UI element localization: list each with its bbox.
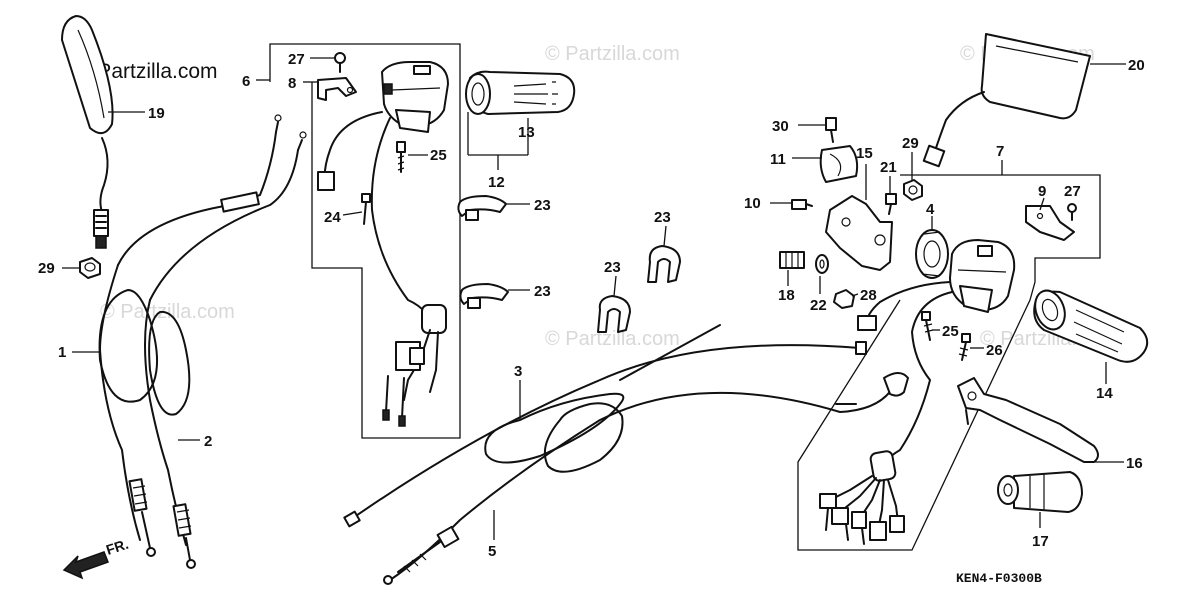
callout-24: 24 (324, 209, 341, 226)
leader-line (851, 293, 859, 297)
left-grip[interactable] (465, 70, 576, 115)
watermark-main: © Partzilla.com (76, 60, 218, 83)
diagram-code: KEN4-F0300B (956, 571, 1042, 586)
right-throttle-grip[interactable] (1030, 286, 1149, 363)
throttle-pulley-4[interactable] (915, 229, 949, 279)
brake-cable-5[interactable] (383, 372, 909, 585)
callout-8: 8 (288, 75, 296, 92)
throttle-cable-2[interactable] (144, 131, 307, 569)
callout-20: 20 (1128, 57, 1145, 74)
leader-line (613, 275, 617, 297)
grip-band-23-a[interactable] (457, 195, 507, 221)
leader-line (1039, 197, 1045, 211)
bracket-9[interactable] (1025, 205, 1075, 241)
bracket-8[interactable] (317, 77, 357, 101)
bracket-15[interactable] (825, 195, 893, 271)
nut-29-left[interactable] (79, 257, 101, 279)
leader-line (663, 225, 667, 247)
callout-27: 27 (288, 51, 305, 68)
callout-16: 16 (1126, 455, 1143, 472)
brake-lever[interactable] (957, 377, 1099, 463)
right-handlebar-switch[interactable] (949, 239, 1016, 313)
callout-23: 23 (534, 197, 551, 214)
callout-23: 23 (604, 259, 621, 276)
callout-25: 25 (942, 323, 959, 340)
callout-22: 22 (810, 297, 827, 314)
callout-29: 29 (902, 135, 919, 152)
watermark: © Partzilla.com (545, 328, 680, 350)
holder-11[interactable] (819, 145, 859, 183)
callout-1: 1 (58, 344, 66, 361)
nut-29-right[interactable] (903, 179, 923, 201)
grip-band-23-b[interactable] (459, 283, 509, 309)
switch-assembly-group-box-7 (797, 174, 1101, 551)
callout-12: 12 (488, 174, 505, 191)
callout-9: 9 (1038, 183, 1046, 200)
watermark: © Partzilla.com (100, 301, 235, 323)
callout-23: 23 (654, 209, 671, 226)
callout-15: 15 (856, 145, 873, 162)
callout-19: 19 (148, 105, 165, 122)
bar-end-weight[interactable] (997, 471, 1083, 513)
callout-21: 21 (880, 159, 897, 176)
callout-25: 25 (430, 147, 447, 164)
callout-10: 10 (744, 195, 761, 212)
callout-17: 17 (1032, 533, 1049, 550)
callout-13: 13 (518, 124, 535, 141)
screw-26[interactable] (958, 333, 971, 361)
callout-7: 7 (996, 143, 1004, 160)
callout-29: 29 (38, 260, 55, 277)
callout-14: 14 (1096, 385, 1113, 402)
front-direction-arrow: FR. (62, 536, 130, 580)
callout-18: 18 (778, 287, 795, 304)
callout-28: 28 (860, 287, 877, 304)
callout-30: 30 (772, 118, 789, 135)
callout-4: 4 (926, 201, 935, 218)
watermark: © Partzilla.com (545, 43, 680, 65)
grip-band-23-d[interactable] (597, 295, 631, 333)
switch-assembly-group-box-6 (269, 43, 461, 439)
washer-22[interactable] (815, 254, 829, 274)
callout-23: 23 (534, 283, 551, 300)
nut-28[interactable] (833, 289, 855, 309)
screw-24[interactable] (361, 193, 371, 225)
callout-2: 2 (204, 433, 212, 450)
screw-25-left[interactable] (396, 141, 406, 173)
switch-18[interactable] (779, 251, 805, 269)
callout-5: 5 (488, 543, 496, 560)
callout-6: 6 (242, 73, 250, 90)
throttle-cable-1[interactable] (98, 114, 282, 557)
left-switch-wiring (317, 111, 447, 427)
right-mirror[interactable] (922, 33, 1091, 168)
leader-line (342, 211, 363, 216)
front-direction-label: FR. (104, 536, 130, 558)
screw-25-right[interactable] (921, 311, 934, 341)
callout-26: 26 (986, 342, 1003, 359)
pin-10[interactable] (791, 199, 813, 210)
callout-11: 11 (770, 151, 786, 168)
callout-3: 3 (514, 363, 522, 380)
callout-27: 27 (1064, 183, 1081, 200)
left-mirror[interactable] (61, 15, 114, 249)
screw-27-left[interactable] (334, 52, 346, 73)
right-switch-wiring (819, 281, 953, 545)
clutch-cable-3[interactable] (343, 324, 867, 528)
screw-27-right[interactable] (1067, 203, 1077, 221)
grip-band-23-c[interactable] (647, 245, 681, 283)
screw-21[interactable] (885, 193, 897, 215)
bolt-30[interactable] (825, 117, 837, 143)
left-handlebar-switch[interactable] (381, 61, 449, 133)
